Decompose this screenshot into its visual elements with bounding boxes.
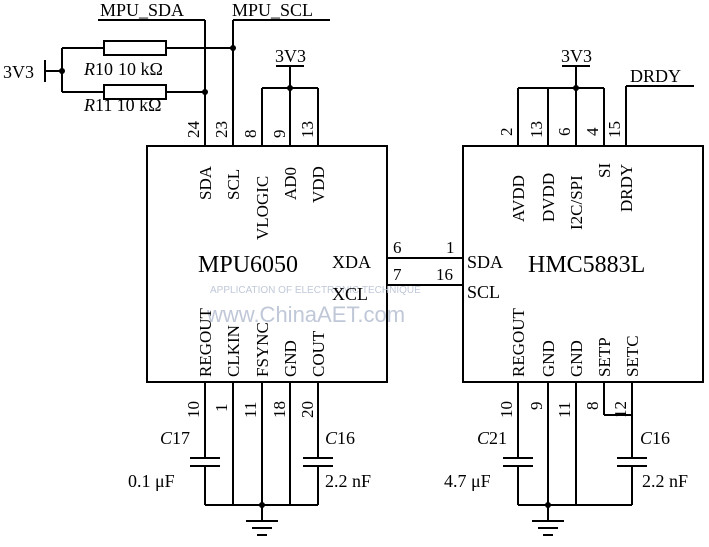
c21-value: 4.7 μF xyxy=(444,471,491,491)
mpu-pin-num-18: 18 xyxy=(270,401,289,418)
mpu6050-title: MPU6050 xyxy=(198,252,298,278)
net-label-vcc-left: 3V3 xyxy=(3,62,34,82)
resistor-r10 xyxy=(103,40,167,56)
mpu6050-body xyxy=(146,145,388,383)
mpu-pin-num-8: 8 xyxy=(241,130,260,139)
mpu-pin-num-20: 20 xyxy=(298,401,317,418)
hmc-pin-num-13: 13 xyxy=(527,121,546,138)
c21-ref: C21 xyxy=(477,428,507,448)
mpu-pin-num-9: 9 xyxy=(270,130,289,139)
hmc-pin-num-16: 16 xyxy=(436,265,453,284)
net-label-mpu-sda: MPU_SDA xyxy=(100,0,184,20)
hmc-pin-num-9: 9 xyxy=(527,402,546,411)
net-label-mpu-scl: MPU_SCL xyxy=(232,0,313,20)
hmc-pin-num-11: 11 xyxy=(555,402,574,418)
net-label-vcc-hmc: 3V3 xyxy=(561,46,592,66)
hmc-pin-scl: SCL xyxy=(467,282,500,302)
mpu-pin-num-10: 10 xyxy=(184,401,203,418)
mpu-pin-num-13: 13 xyxy=(298,121,317,138)
net-label-drdy: DRDY xyxy=(630,66,681,86)
hmc-pin-num-2: 2 xyxy=(497,128,516,137)
hmc-pin-regout: REGOUT xyxy=(509,307,528,377)
c16-left-value: 2.2 nF xyxy=(325,471,371,491)
hmc-pin-num-10: 10 xyxy=(497,401,516,418)
mpu-pin-xda: XDA xyxy=(332,252,371,272)
hmc-pin-i2c-spi: I2C/SPI xyxy=(567,175,586,230)
c16-right-ref: C16 xyxy=(640,428,670,448)
hmc-pin-sda: SDA xyxy=(467,252,503,272)
mpu-pin-gnd: GND xyxy=(281,340,300,377)
c16-right-value: 2.2 nF xyxy=(642,471,688,491)
hmc-pin-drdy: DRDY xyxy=(617,164,636,212)
mpu-pin-cout: COUT xyxy=(309,330,328,377)
hmc-pin-si: SI xyxy=(595,163,614,178)
net-label-vcc-mpu: 3V3 xyxy=(275,46,306,66)
c16-left-ref: C16 xyxy=(325,428,355,448)
mpu-pin-num-7: 7 xyxy=(393,265,402,284)
mpu-pin-scl: SCL xyxy=(224,169,243,200)
mpu-pin-num-11: 11 xyxy=(241,402,260,418)
hmc-pin-gnd-9: GND xyxy=(539,340,558,377)
mpu-pin-num-24: 24 xyxy=(184,121,203,139)
watermark-line1: APPLICATION OF ELECTRONIC TECHNIQUE xyxy=(210,285,421,296)
hmc-pin-num-15: 15 xyxy=(605,121,624,138)
mpu-pin-ad0: AD0 xyxy=(281,167,300,200)
hmc-pin-num-8: 8 xyxy=(583,402,602,411)
mpu-pin-sda: SDA xyxy=(196,165,215,200)
hmc5883l-title: HMC5883L xyxy=(528,252,645,278)
mpu-pin-fsync: FSYNC xyxy=(253,322,272,377)
mpu-pin-clkin: CLKIN xyxy=(224,325,243,377)
mpu-pin-vdd: VDD xyxy=(309,166,328,203)
hmc-pin-num-12: 12 xyxy=(611,401,630,418)
mpu-pin-vlogic: VLOGIC xyxy=(253,176,272,240)
mpu-pin-regout: REGOUT xyxy=(196,307,215,377)
hmc-pin-num-6: 6 xyxy=(555,128,574,137)
hmc-pin-gnd-11: GND xyxy=(567,340,586,377)
hmc5883l-body xyxy=(462,145,704,383)
hmc-pin-setp: SETP xyxy=(595,337,614,377)
mpu-pin-num-23: 23 xyxy=(212,121,231,138)
mpu-pin-xcl: XCL xyxy=(332,284,368,304)
hmc-pin-setc: SETC xyxy=(623,335,642,377)
watermark-line2: www.ChinaAET.com xyxy=(206,302,405,327)
mpu-pin-num-1: 1 xyxy=(212,404,231,413)
hmc-pin-avdd: AVDD xyxy=(509,175,528,222)
mpu-pin-num-6: 6 xyxy=(393,238,402,257)
hmc-pin-num-4: 4 xyxy=(583,127,602,136)
hmc-pin-num-1: 1 xyxy=(446,238,455,257)
c17-ref: C17 xyxy=(160,428,190,448)
c17-value: 0.1 μF xyxy=(128,471,175,491)
hmc-pin-dvdd: DVDD xyxy=(539,173,558,222)
